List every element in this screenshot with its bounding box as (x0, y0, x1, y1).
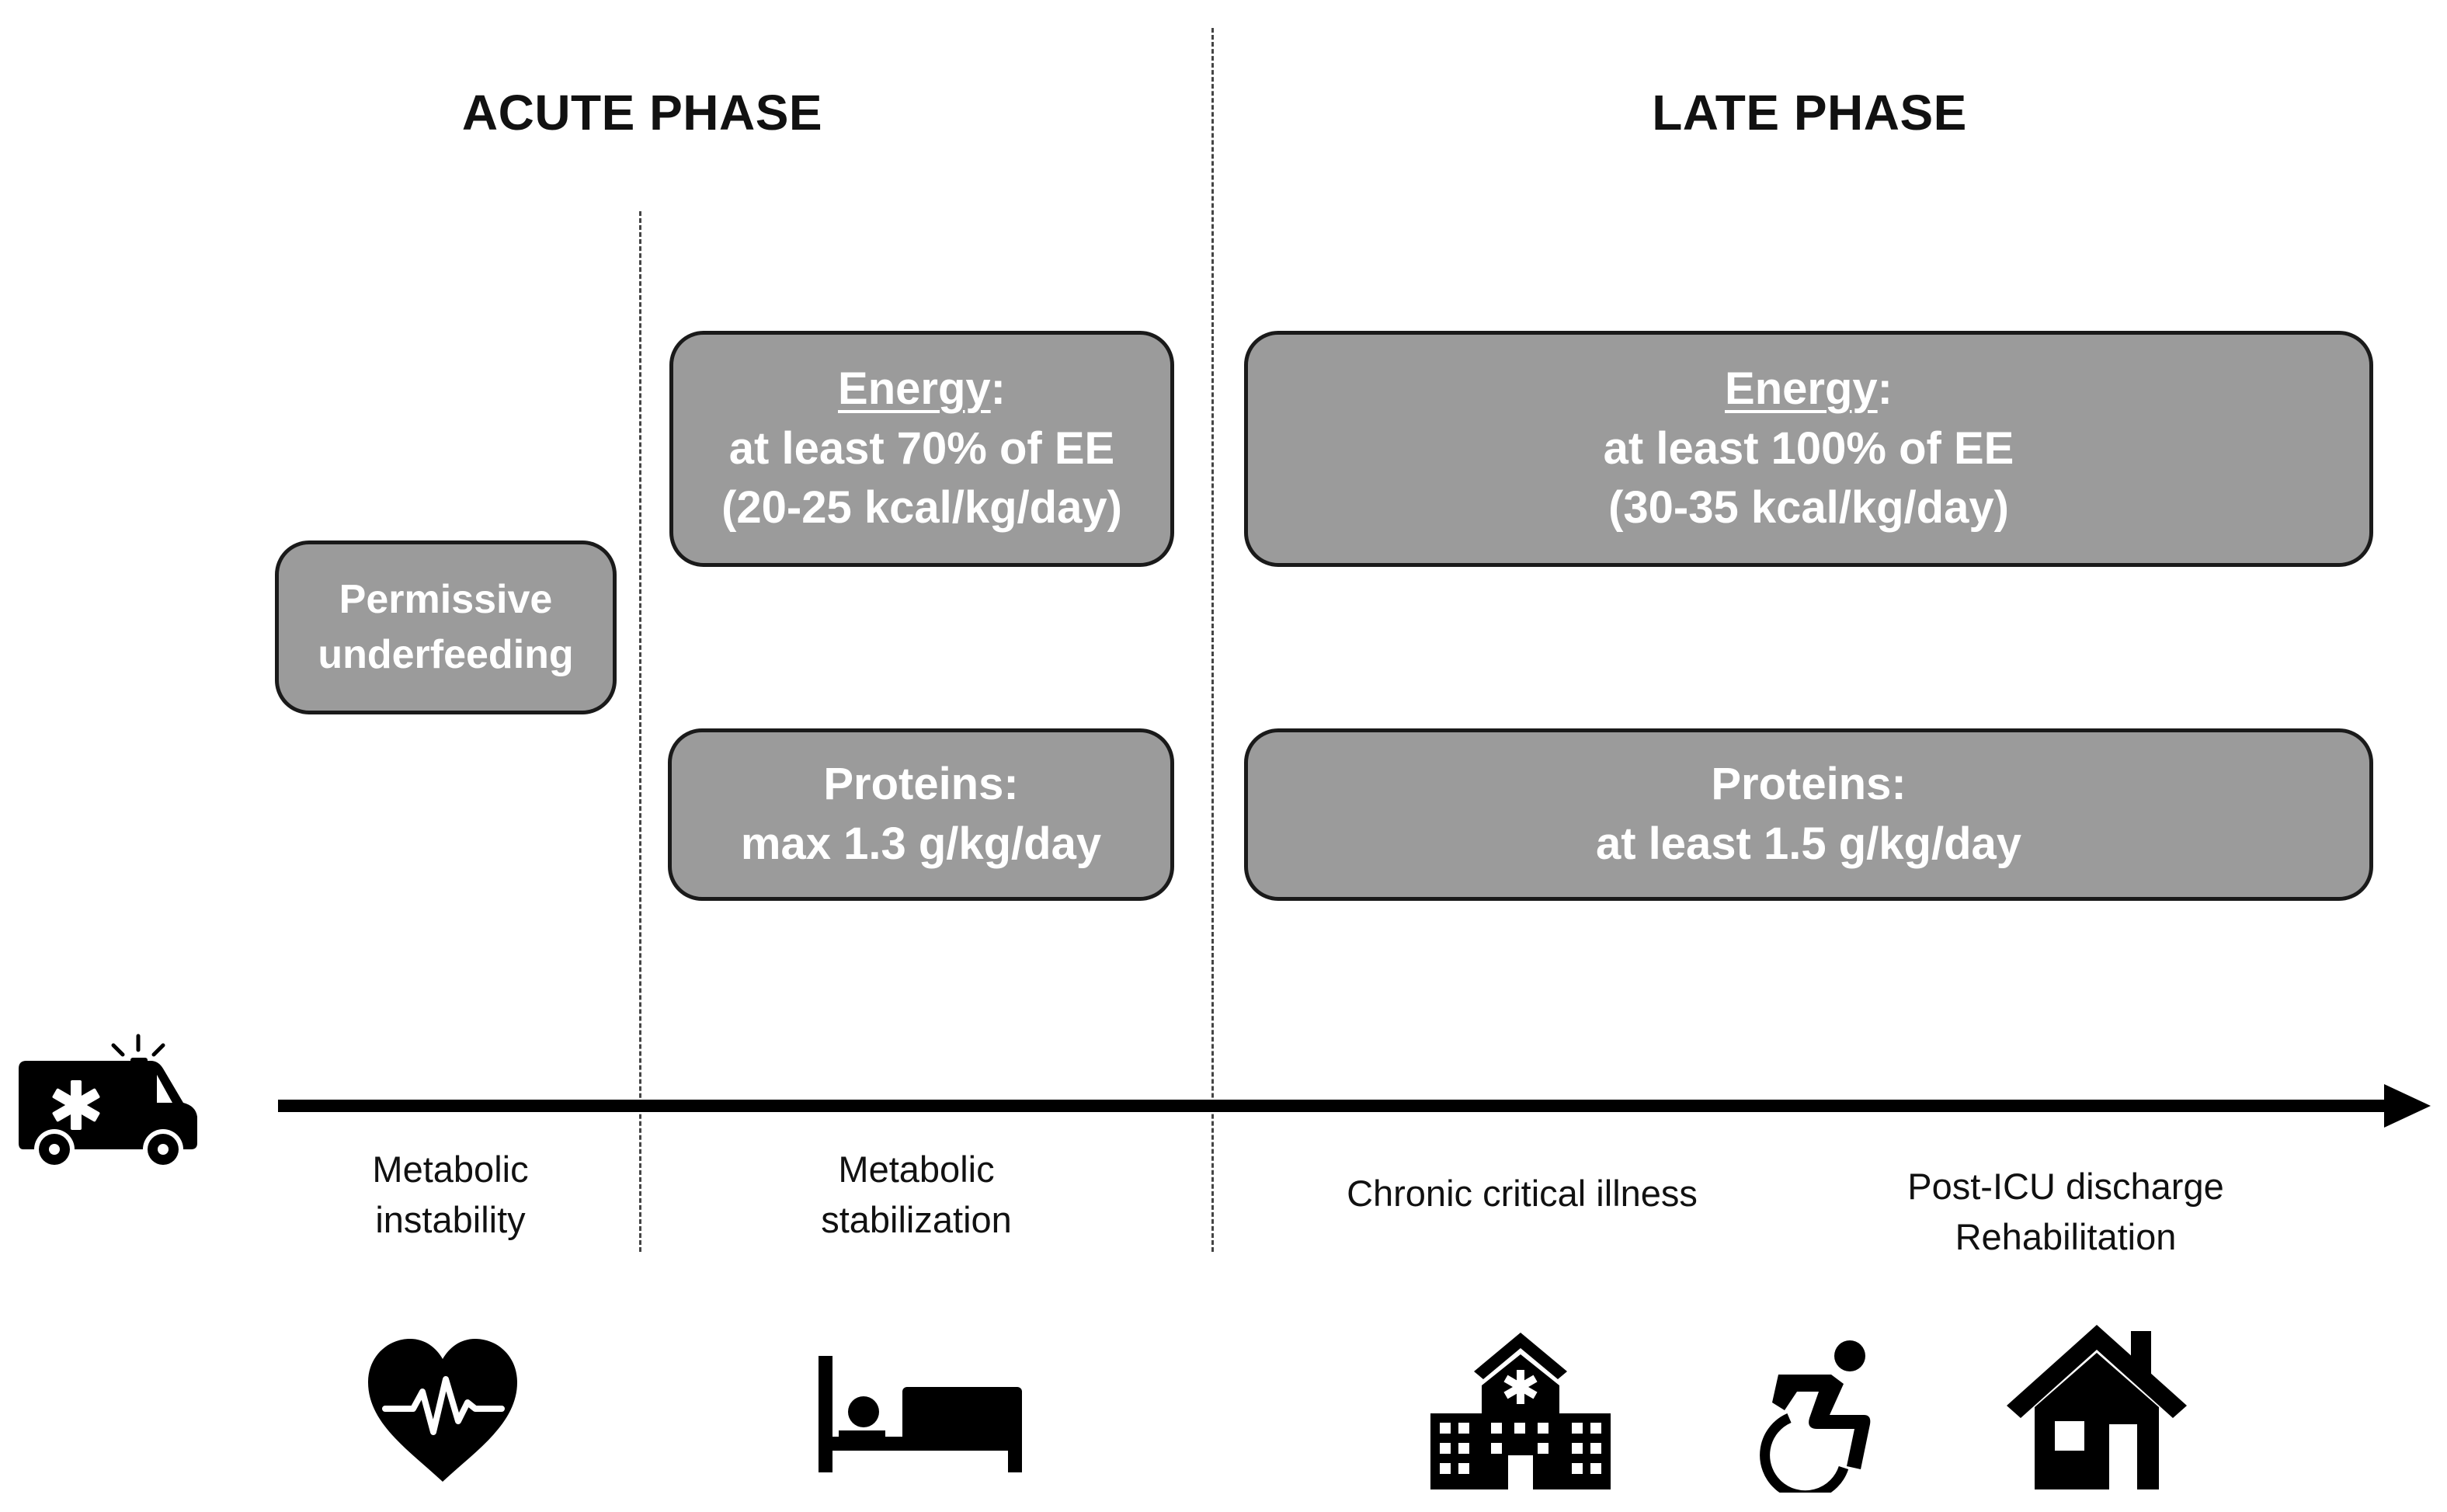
stage-metabolic-instability-line2: instability (375, 1198, 526, 1240)
stage-chronic-line1: Chronic critical illness (1347, 1173, 1698, 1214)
late-proteins-target: at least 1.5 g/kg/day (1595, 819, 2022, 869)
wheelchair-icon (1760, 1340, 1871, 1493)
late-energy-colon: : (1877, 363, 1893, 415)
acute-proteins-box: Proteins: max 1.3 g/kg/day (668, 728, 1174, 901)
timeline-arrowhead (2384, 1084, 2431, 1128)
late-energy-target: at least 100% of EE (1603, 422, 2014, 474)
heartbeat-icon (368, 1339, 517, 1482)
acute-energy-label: Energy (838, 363, 991, 415)
acute-phase-title: ACUTE PHASE (461, 85, 823, 141)
stage-metabolic-instability: Metabolic instability (295, 1145, 606, 1246)
acute-energy-target: at least 70% of EE (728, 422, 1115, 474)
hospital-building-icon (1430, 1333, 1611, 1489)
timeline-axis (278, 1100, 2389, 1112)
stage-post-icu-line2: Rehabilitation (1955, 1215, 2177, 1257)
permissive-line2: underfeeding (318, 632, 574, 677)
late-energy-heading: Energy: (1725, 360, 1893, 419)
stage-metabolic-instability-line1: Metabolic (372, 1149, 529, 1190)
permissive-underfeeding-box: Permissive underfeeding (275, 540, 617, 714)
acute-proteins-target: max 1.3 g/kg/day (740, 819, 1102, 869)
acute-energy-range: (20-25 kcal/kg/day) (721, 482, 1122, 534)
house-icon (2007, 1325, 2187, 1489)
late-proteins-heading: Proteins: (1711, 759, 1907, 810)
acute-energy-colon: : (990, 363, 1006, 415)
late-phase-title: LATE PHASE (1652, 85, 1967, 141)
late-energy-box: Energy: at least 100% of EE (30-35 kcal/… (1244, 331, 2373, 567)
stage-post-icu: Post-ICU discharge Rehabilitation (1833, 1162, 2299, 1263)
late-energy-range: (30-35 kcal/kg/day) (1608, 482, 2009, 534)
hospital-bed-icon (819, 1356, 1022, 1472)
late-proteins-box: Proteins: at least 1.5 g/kg/day (1244, 728, 2373, 901)
late-energy-label: Energy (1725, 363, 1878, 415)
acute-energy-box: Energy: at least 70% of EE (20-25 kcal/k… (669, 331, 1174, 567)
stage-metabolic-stabilization-line2: stabilization (821, 1198, 1012, 1240)
stage-metabolic-stabilization-line1: Metabolic (838, 1149, 995, 1190)
phase-divider (1211, 28, 1214, 1252)
permissive-line1: Permissive (339, 576, 553, 622)
stage-divider (639, 211, 641, 1252)
stage-metabolic-stabilization: Metabolic stabilization (761, 1145, 1072, 1246)
stage-chronic-critical-illness: Chronic critical illness (1289, 1169, 1755, 1219)
acute-energy-heading: Energy: (838, 360, 1006, 419)
stage-post-icu-line1: Post-ICU discharge (1907, 1166, 2224, 1207)
ambulance-icon (19, 1034, 197, 1170)
acute-proteins-heading: Proteins: (823, 759, 1019, 810)
